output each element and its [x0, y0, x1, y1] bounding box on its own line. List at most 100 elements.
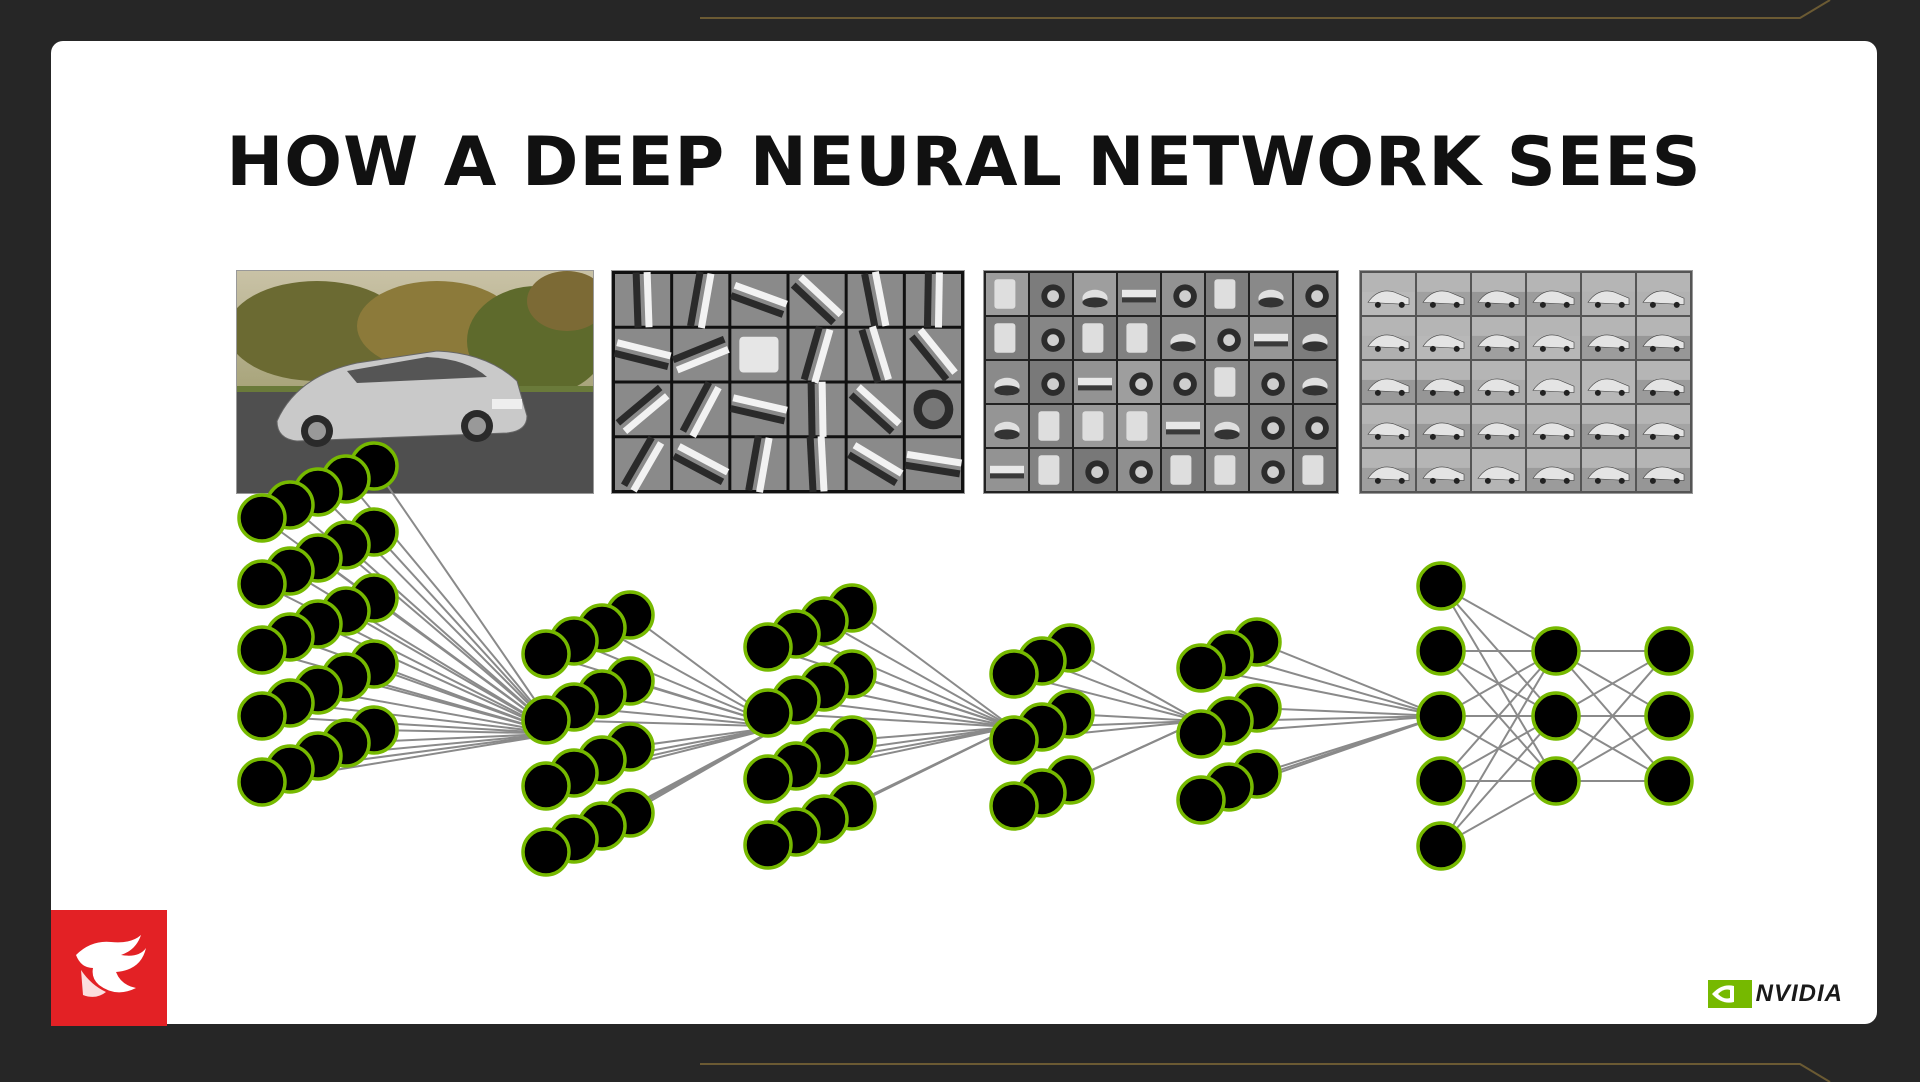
layer-1 — [237, 441, 399, 807]
connection-line — [545, 653, 781, 728]
layer-7 — [1531, 626, 1581, 806]
connection-line — [823, 620, 1013, 728]
slide: HOW A DEEP NEURAL NETWORK SEES — [51, 41, 1877, 1024]
neuron-node — [1644, 756, 1694, 806]
neural-network-diagram — [237, 441, 1694, 877]
part-feature-cell — [1206, 361, 1248, 403]
connection-line — [1555, 650, 1670, 782]
part-feature-cell — [1294, 449, 1336, 491]
part-feature-cell — [1206, 273, 1248, 315]
connection-line — [317, 623, 559, 735]
neuron-node — [237, 493, 287, 543]
edge-filter-cell — [731, 328, 787, 381]
object-feature-cell — [1582, 361, 1635, 403]
object-feature-cell — [1472, 449, 1525, 491]
object-feature-cell — [1362, 317, 1415, 359]
part-feature-cell — [1294, 405, 1336, 447]
part-feature-cell — [1118, 405, 1160, 447]
part-feature-cell — [1250, 317, 1292, 359]
neuron-node — [743, 820, 793, 870]
part-feature-cell — [1162, 405, 1204, 447]
connection-line — [851, 607, 1013, 728]
part-feature-cell — [1162, 449, 1204, 491]
part-feature-cell — [1162, 273, 1204, 315]
connection-line — [373, 531, 559, 735]
neuron-node — [521, 761, 571, 811]
object-feature-cell — [1582, 273, 1635, 315]
part-feature-cell — [1206, 317, 1248, 359]
part-feature-cell — [1030, 273, 1072, 315]
top-frame-line — [700, 0, 1831, 19]
object-feature-cell — [1637, 273, 1690, 315]
part-features-panel — [983, 270, 1339, 494]
edge-filter-cell — [905, 383, 961, 436]
object-feature-cell — [1527, 361, 1580, 403]
part-feature-cell — [1250, 405, 1292, 447]
connection-line — [1256, 707, 1442, 717]
connection-line — [1440, 650, 1557, 847]
connection-line — [261, 715, 559, 735]
neuron-node — [1531, 756, 1581, 806]
neuron-node — [237, 559, 287, 609]
bottom-frame-line — [700, 1063, 1831, 1082]
neuron-node — [989, 649, 1039, 699]
nvidia-eye-icon — [1707, 980, 1752, 1008]
object-feature-cell — [1637, 449, 1690, 491]
connection-line — [1440, 650, 1557, 782]
neuron-node — [1531, 691, 1581, 741]
object-feature-cell — [1472, 361, 1525, 403]
part-feature-cell — [1206, 405, 1248, 447]
brand-name: NVIDIA — [1755, 980, 1843, 1007]
connection-line — [261, 649, 559, 735]
part-feature-cell — [1030, 449, 1072, 491]
object-feature-cell — [1417, 449, 1470, 491]
part-feature-cell — [986, 273, 1028, 315]
neuron-node — [989, 781, 1039, 831]
neuron-node — [1416, 626, 1466, 676]
neuron-node — [521, 629, 571, 679]
part-feature-cell — [1074, 449, 1116, 491]
object-feature-cell — [1362, 273, 1415, 315]
part-feature-cell — [1250, 273, 1292, 315]
neuron-node — [237, 625, 287, 675]
edge-filter-cell — [615, 271, 671, 329]
neuron-node — [1531, 626, 1581, 676]
part-feature-cell — [1294, 317, 1336, 359]
neuron-node — [1176, 709, 1226, 759]
object-feature-cell — [1527, 405, 1580, 447]
object-feature-cell — [1472, 273, 1525, 315]
neuron-node — [1416, 561, 1466, 611]
neuron-node — [237, 757, 287, 807]
layer-4 — [989, 623, 1095, 831]
object-feature-cell — [1582, 317, 1635, 359]
object-feature-cell — [1472, 317, 1525, 359]
object-feature-cell — [1417, 361, 1470, 403]
part-feature-cell — [1118, 273, 1160, 315]
edge-filters-panel — [611, 270, 965, 494]
object-feature-cell — [1637, 317, 1690, 359]
object-feature-cell — [1582, 449, 1635, 491]
neuron-node — [1644, 626, 1694, 676]
part-feature-cell — [1074, 317, 1116, 359]
neuron-node — [521, 695, 571, 745]
layer-8 — [1644, 626, 1694, 806]
part-feature-cell — [986, 361, 1028, 403]
neuron-node — [743, 622, 793, 672]
connection-line — [1256, 641, 1442, 717]
neuron-node — [1176, 775, 1226, 825]
part-feature-cell — [1118, 449, 1160, 491]
edge-filter-cell — [789, 381, 845, 438]
object-feature-cell — [1637, 405, 1690, 447]
part-feature-cell — [1206, 449, 1248, 491]
neuron-node — [1176, 643, 1226, 693]
part-feature-cell — [1162, 361, 1204, 403]
object-feature-cell — [1362, 361, 1415, 403]
object-feature-cell — [1582, 405, 1635, 447]
part-feature-cell — [1030, 361, 1072, 403]
connection-line — [373, 465, 559, 735]
object-feature-cell — [1527, 449, 1580, 491]
part-feature-cell — [1074, 405, 1116, 447]
part-feature-cell — [1250, 449, 1292, 491]
slide-title: HOW A DEEP NEURAL NETWORK SEES — [226, 123, 1702, 202]
layer-2 — [521, 590, 655, 877]
